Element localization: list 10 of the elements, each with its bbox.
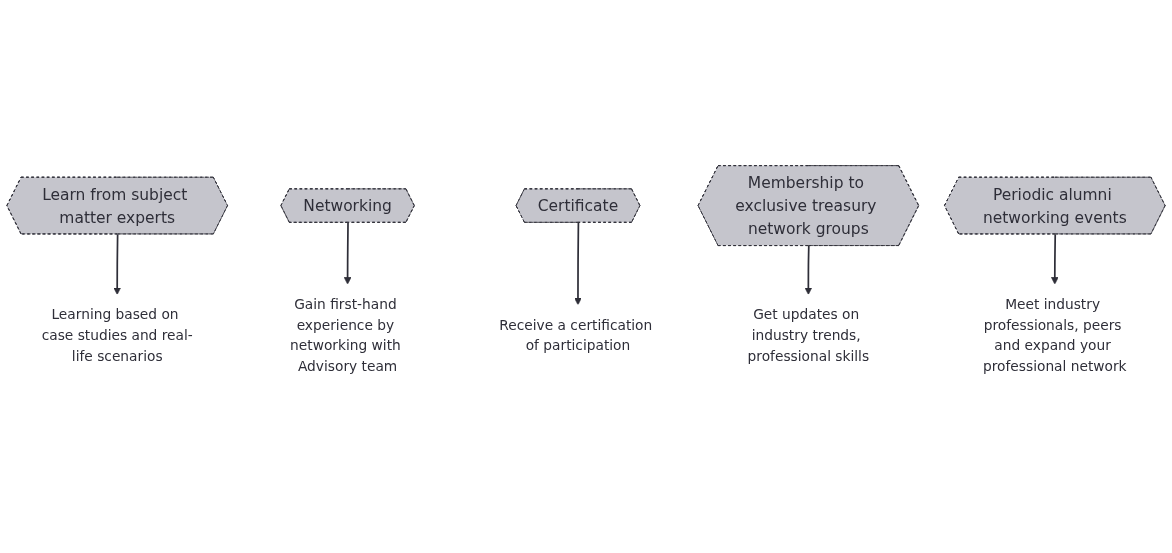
arrow xyxy=(1051,233,1059,285)
arrow xyxy=(343,221,352,285)
node-text: Get updates on industry trends, professional skills xyxy=(747,306,870,365)
node-text: Learning based on case studies and real-life scenarios xyxy=(41,306,193,365)
node-text: Gain first-hand experience by networking with Advisory team xyxy=(290,296,401,375)
arrow xyxy=(113,233,121,295)
node-text: Meet industry professionals, peers and expand your professional network xyxy=(983,296,1127,375)
arrow xyxy=(574,221,582,306)
arrow xyxy=(804,245,813,295)
node-text: Receive a certification of participation xyxy=(499,316,653,354)
